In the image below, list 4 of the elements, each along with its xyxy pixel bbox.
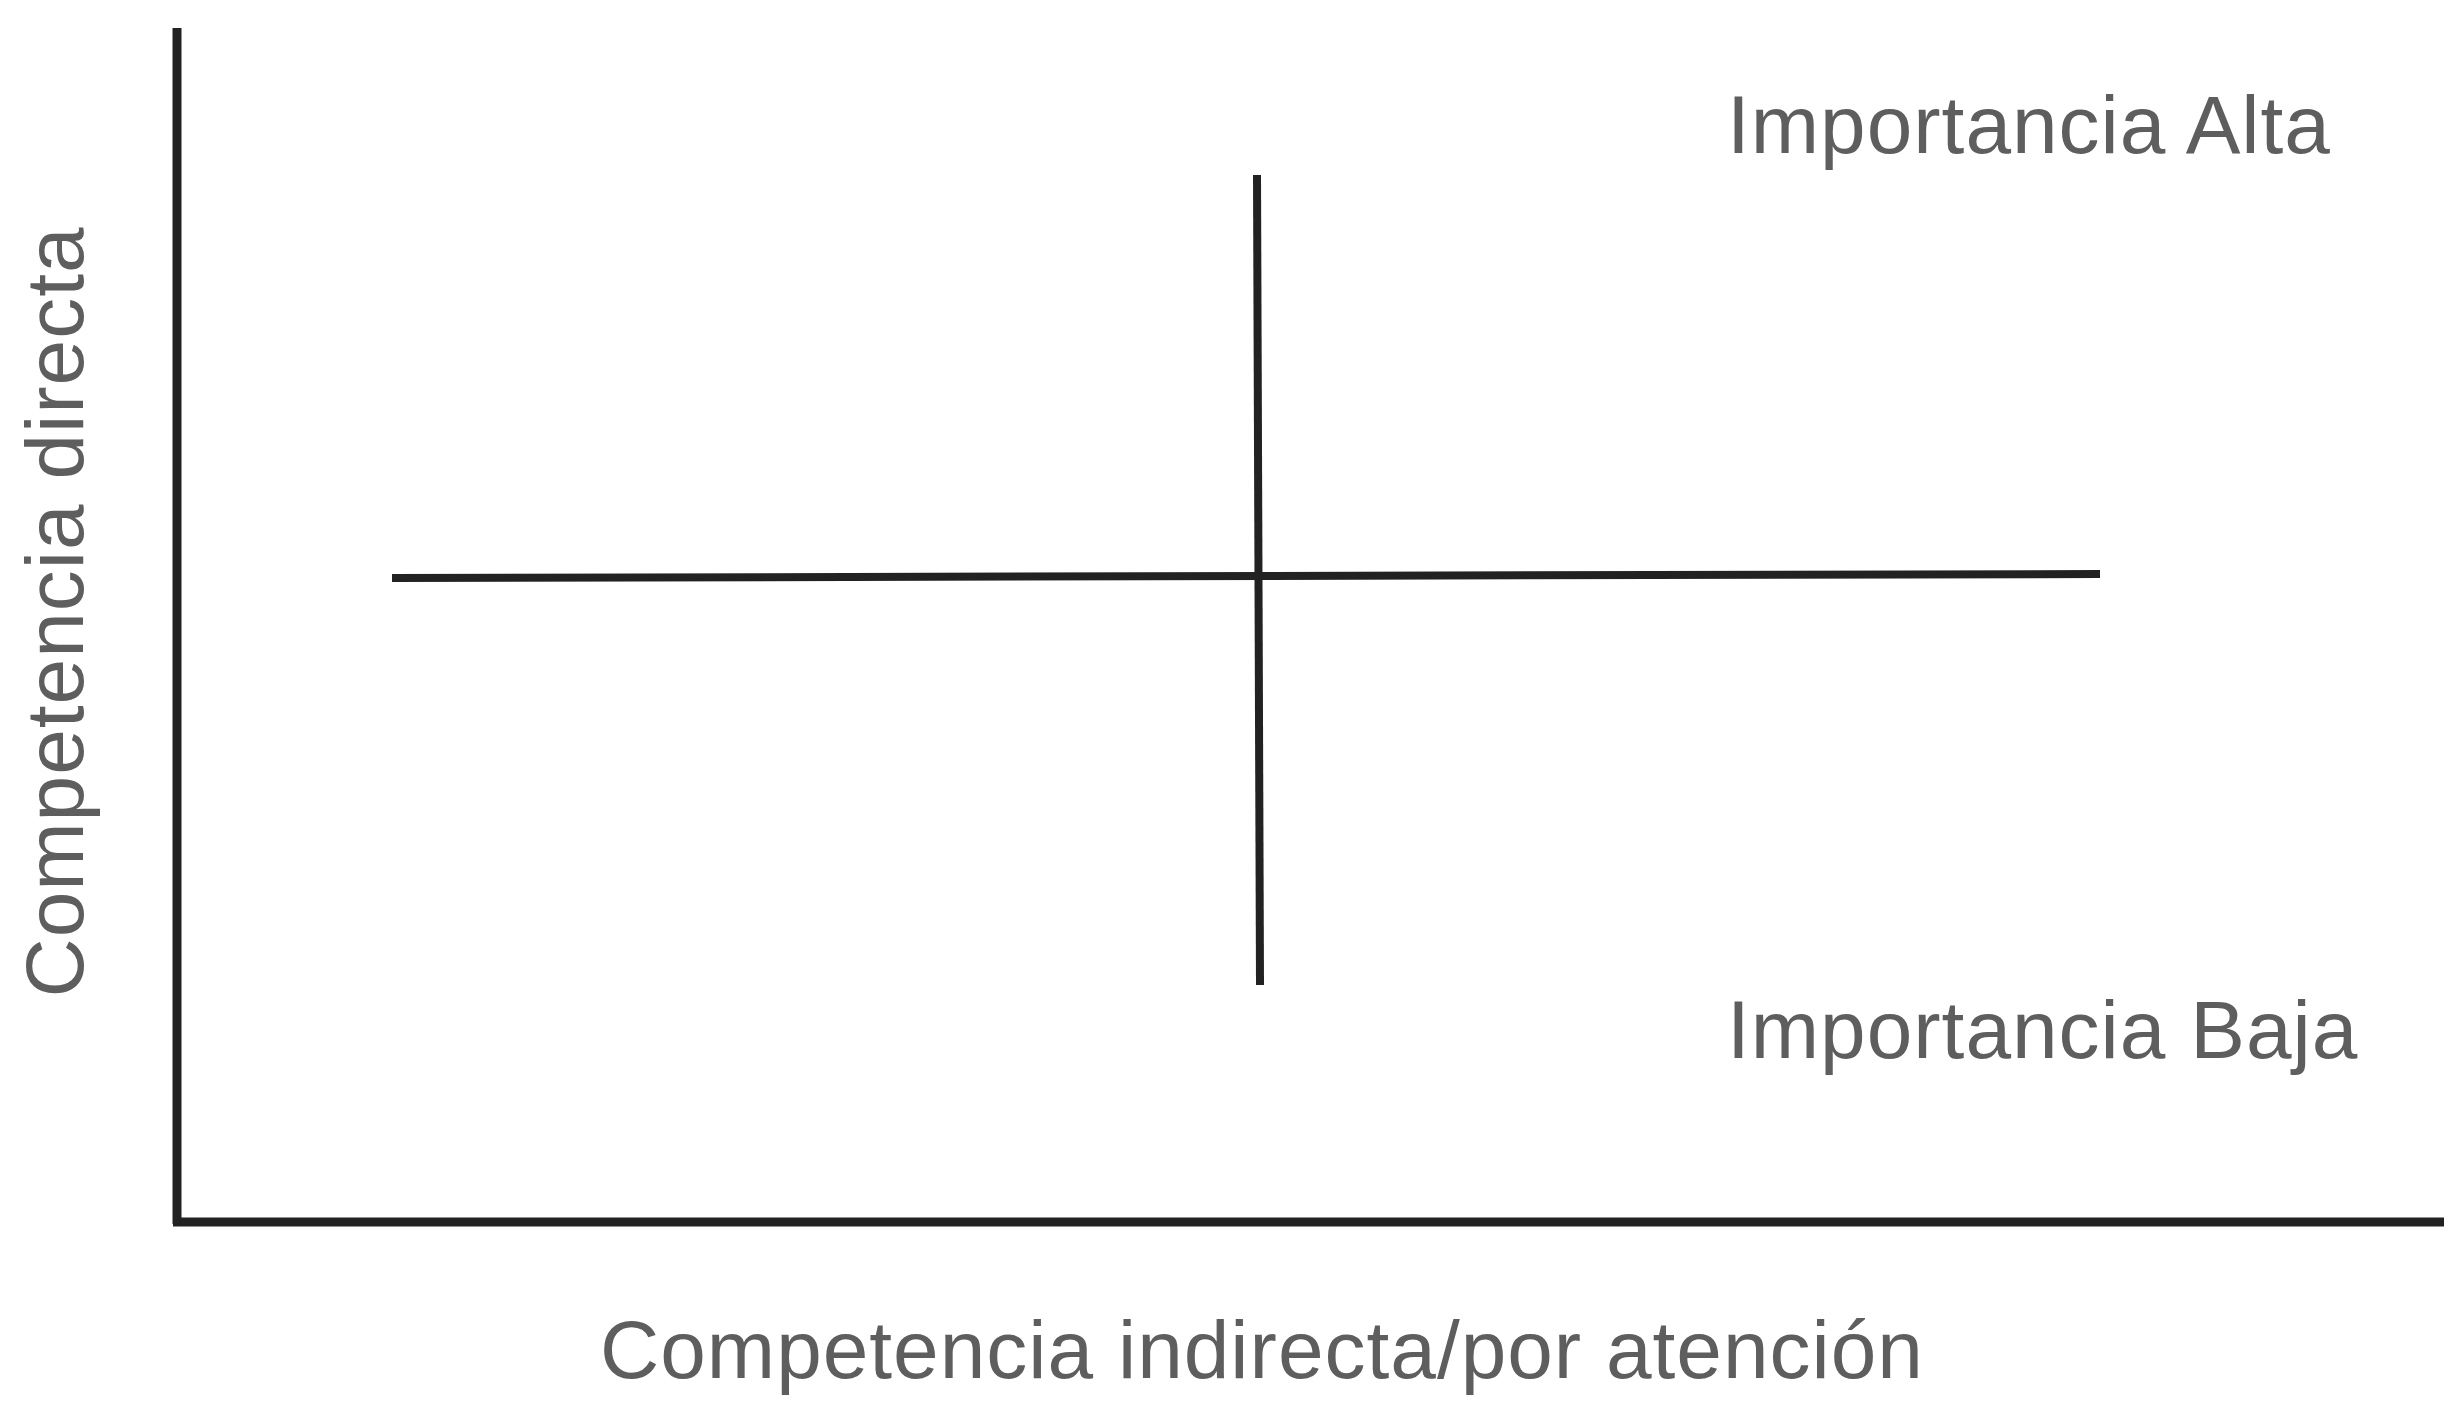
- axis-label: Competencia indirecta/por atención: [600, 1305, 1924, 1396]
- axis-label: Importancia Baja: [1727, 985, 2359, 1076]
- axis-label: Importancia Alta: [1727, 80, 2331, 171]
- axis-label: Competencia directa: [9, 226, 101, 998]
